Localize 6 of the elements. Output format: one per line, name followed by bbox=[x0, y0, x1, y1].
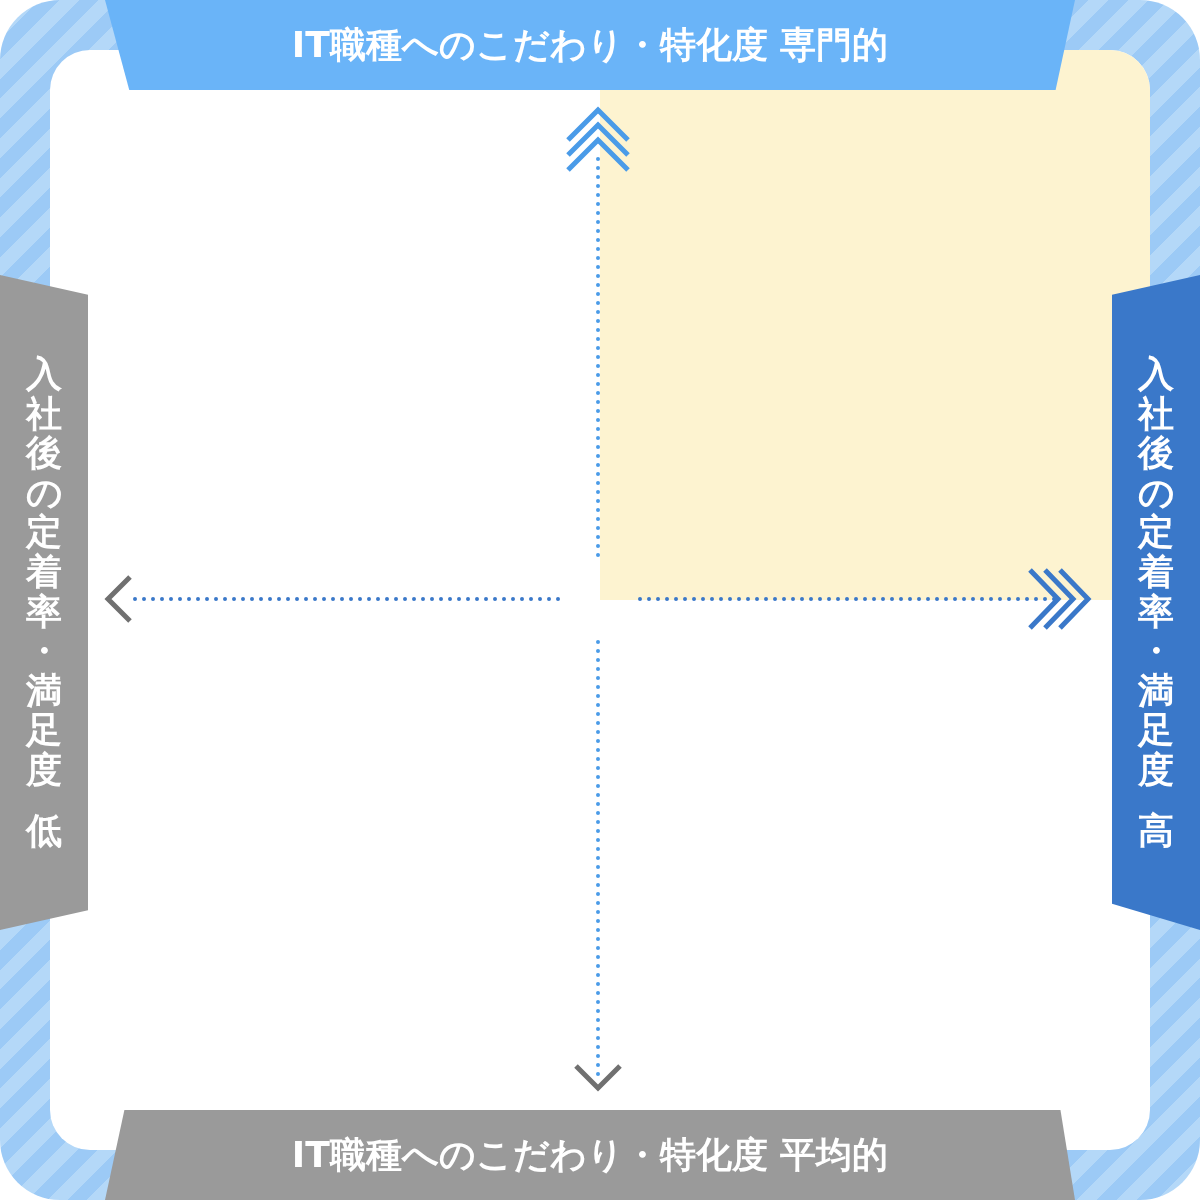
axis-label: 高 bbox=[1138, 811, 1174, 852]
axis-label: IT職種へのこだわり・特化度 平均的 bbox=[291, 1133, 889, 1177]
axis-label: 入社後の定着率・満足度 bbox=[26, 353, 62, 790]
axis-label: 低 bbox=[26, 811, 62, 852]
axis-label: 入社後の定着率・満足度 bbox=[1138, 353, 1174, 790]
axis-label: IT職種へのこだわり・特化度 専門的 bbox=[291, 23, 889, 67]
